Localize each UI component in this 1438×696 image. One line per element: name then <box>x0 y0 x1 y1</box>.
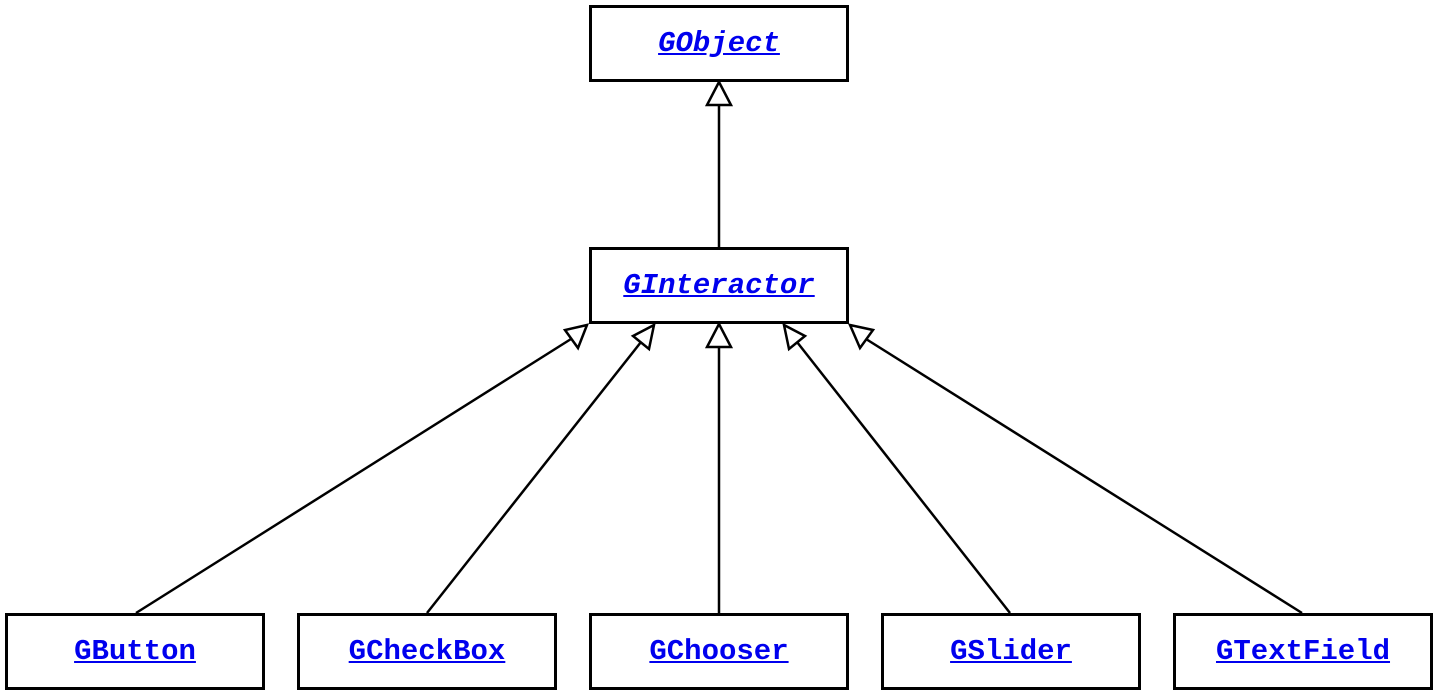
gobject-link[interactable]: GObject <box>658 27 780 60</box>
gbutton-link[interactable]: GButton <box>74 635 196 668</box>
gslider-link[interactable]: GSlider <box>950 635 1072 668</box>
class-box-ginteractor: GInteractor <box>589 247 849 324</box>
class-box-gbutton: GButton <box>5 613 265 690</box>
edge-gcheckbox-ginteractor <box>426 341 642 614</box>
edge-gbutton-ginteractor <box>135 337 572 615</box>
gchooser-link[interactable]: GChooser <box>649 635 789 668</box>
class-box-gtextfield: GTextField <box>1173 613 1433 690</box>
class-box-gslider: GSlider <box>881 613 1141 690</box>
arrowhead-gbutton <box>562 323 590 351</box>
gtextfield-link[interactable]: GTextField <box>1215 635 1391 668</box>
arrowhead-gchooser <box>704 321 734 349</box>
ginteractor-link[interactable]: GInteractor <box>623 269 815 302</box>
arrowhead-gcheckbox <box>630 322 656 352</box>
gcheckbox-link[interactable]: GCheckBox <box>348 635 506 668</box>
class-box-gobject: GObject <box>589 5 849 82</box>
edge-gtextfield-ginteractor <box>865 337 1303 615</box>
edge-gslider-ginteractor <box>796 341 1011 614</box>
arrowhead-gslider <box>782 322 808 352</box>
class-box-gchooser: GChooser <box>589 613 849 690</box>
arrowhead-gobject <box>704 79 734 107</box>
class-box-gcheckbox: GCheckBox <box>297 613 557 690</box>
arrowhead-gtextfield <box>847 323 876 351</box>
